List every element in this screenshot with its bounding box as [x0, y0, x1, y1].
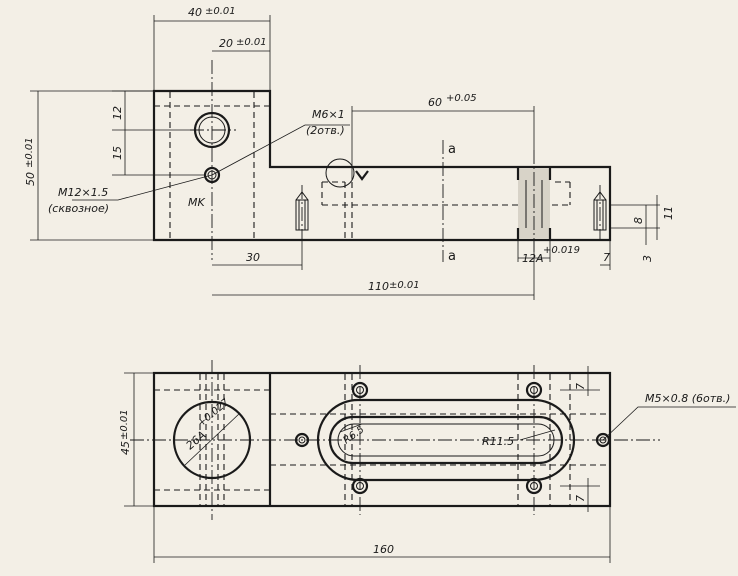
leader-r65 — [339, 423, 363, 433]
leader-m6 — [211, 124, 350, 176]
note-m6: M6×1 — [312, 108, 345, 121]
top-view: 26A +0.027 R6.5 R11.5 M5×0.8 (6отв.) 45 … — [119, 360, 736, 563]
dim-160: 160 — [373, 543, 394, 556]
dim-12A-tol: +0.019 — [543, 245, 580, 256]
note-m6-sub: (2отв.) — [306, 124, 345, 137]
dim-8: 8 — [632, 217, 645, 224]
note-m12: M12×1.5 — [58, 186, 108, 199]
detail-circle — [325, 158, 355, 188]
dim-12A: 12A — [522, 252, 544, 265]
dim-11: 11 — [662, 206, 675, 220]
leader-r115 — [519, 429, 556, 441]
front-view: a a 40 ±0.01 20 ±0.01 60 +0.05 50 ±0.01 … — [24, 6, 675, 300]
dim-60-tol: +0.05 — [446, 93, 477, 104]
section-label-top: a — [448, 142, 456, 157]
leader-bore — [184, 412, 241, 466]
dim-7-bottom: 7 — [574, 495, 587, 502]
dim-40: 40 — [188, 6, 202, 19]
section-label-bottom: a — [448, 249, 456, 264]
leader-m12 — [72, 174, 213, 201]
note-r115: R11.5 — [482, 435, 514, 448]
dim-3: 3 — [641, 255, 654, 262]
dim-7: 7 — [603, 251, 610, 264]
dim-40-tol: ±0.01 — [205, 6, 236, 17]
chamfer-mark — [355, 170, 369, 181]
dim-45-tol: ±0.01 — [119, 409, 130, 440]
dim-30: 30 — [246, 251, 260, 264]
dim-50: 50 — [24, 172, 37, 186]
dim-15: 15 — [111, 146, 124, 160]
dim-20: 20 — [219, 37, 233, 50]
dim-50-tol: ±0.01 — [24, 137, 35, 168]
leader-m5 — [602, 406, 736, 441]
dim-12: 12 — [111, 106, 124, 120]
dim-60: 60 — [428, 96, 442, 109]
note-bore: 26A — [184, 428, 209, 452]
dim-20-tol: ±0.01 — [236, 37, 267, 48]
note-mk: MK — [188, 196, 205, 209]
dim-110: 110 — [368, 280, 389, 293]
dim-7-top: 7 — [574, 383, 587, 390]
front-view-outline — [152, 89, 612, 242]
dim-45: 45 — [119, 441, 132, 455]
note-m5: M5×0.8 (6отв.) — [645, 392, 730, 405]
note-m12-sub: (сквозное) — [48, 202, 109, 215]
dim-110-tol: ±0.01 — [389, 280, 420, 291]
